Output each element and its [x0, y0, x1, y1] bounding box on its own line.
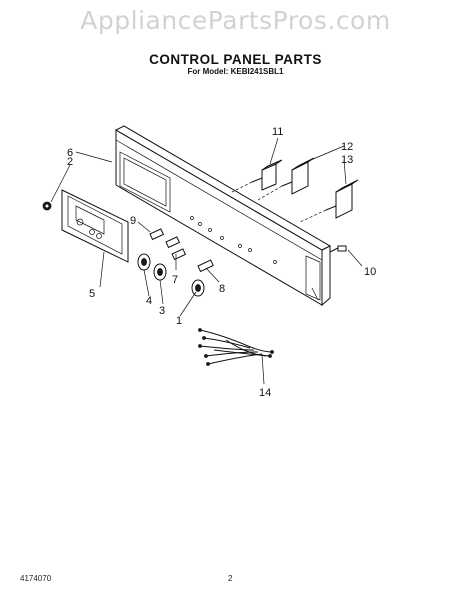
callout-14: 14 [259, 387, 271, 399]
model-subtitle: For Model: KEBI241SBL1 [187, 67, 284, 76]
peg-8 [197, 259, 214, 273]
callout-12: 12 [341, 141, 353, 153]
document-number: 4174070 [20, 574, 52, 583]
knob-1 [191, 279, 205, 297]
leader-lines [50, 137, 363, 385]
callout-5: 5 [89, 288, 95, 300]
control-panel-body [114, 125, 332, 307]
callout-13: 13 [341, 154, 353, 166]
callout-8: 8 [219, 283, 225, 295]
screw-10 [329, 245, 347, 253]
page-number: 2 [228, 574, 233, 583]
watermark: AppliancePartsPros.com [80, 6, 391, 35]
callout-9: 9 [130, 215, 136, 227]
knob-3 [153, 263, 167, 281]
peg-9 [149, 228, 165, 241]
callout-10: 10 [364, 266, 376, 278]
display-bezel-5 [61, 189, 129, 263]
peg-7 [165, 236, 187, 261]
page-title: CONTROL PANEL PARTS [149, 52, 322, 67]
callout-11: 11 [272, 126, 283, 138]
callout-3: 3 [159, 305, 165, 317]
callout-2: 2 [67, 156, 73, 168]
callout-1: 1 [176, 315, 182, 327]
callout-6: 6 [67, 147, 73, 159]
knob-4 [137, 253, 151, 271]
infinite-switch-13 [299, 179, 359, 223]
callout-7: 7 [172, 274, 178, 286]
infinite-switch-11 [231, 159, 283, 193]
nut-2 [42, 201, 52, 211]
callout-4: 4 [146, 295, 152, 307]
callout-numbers: 1 2 3 4 5 6 7 8 9 10 11 12 13 14 [67, 126, 376, 399]
